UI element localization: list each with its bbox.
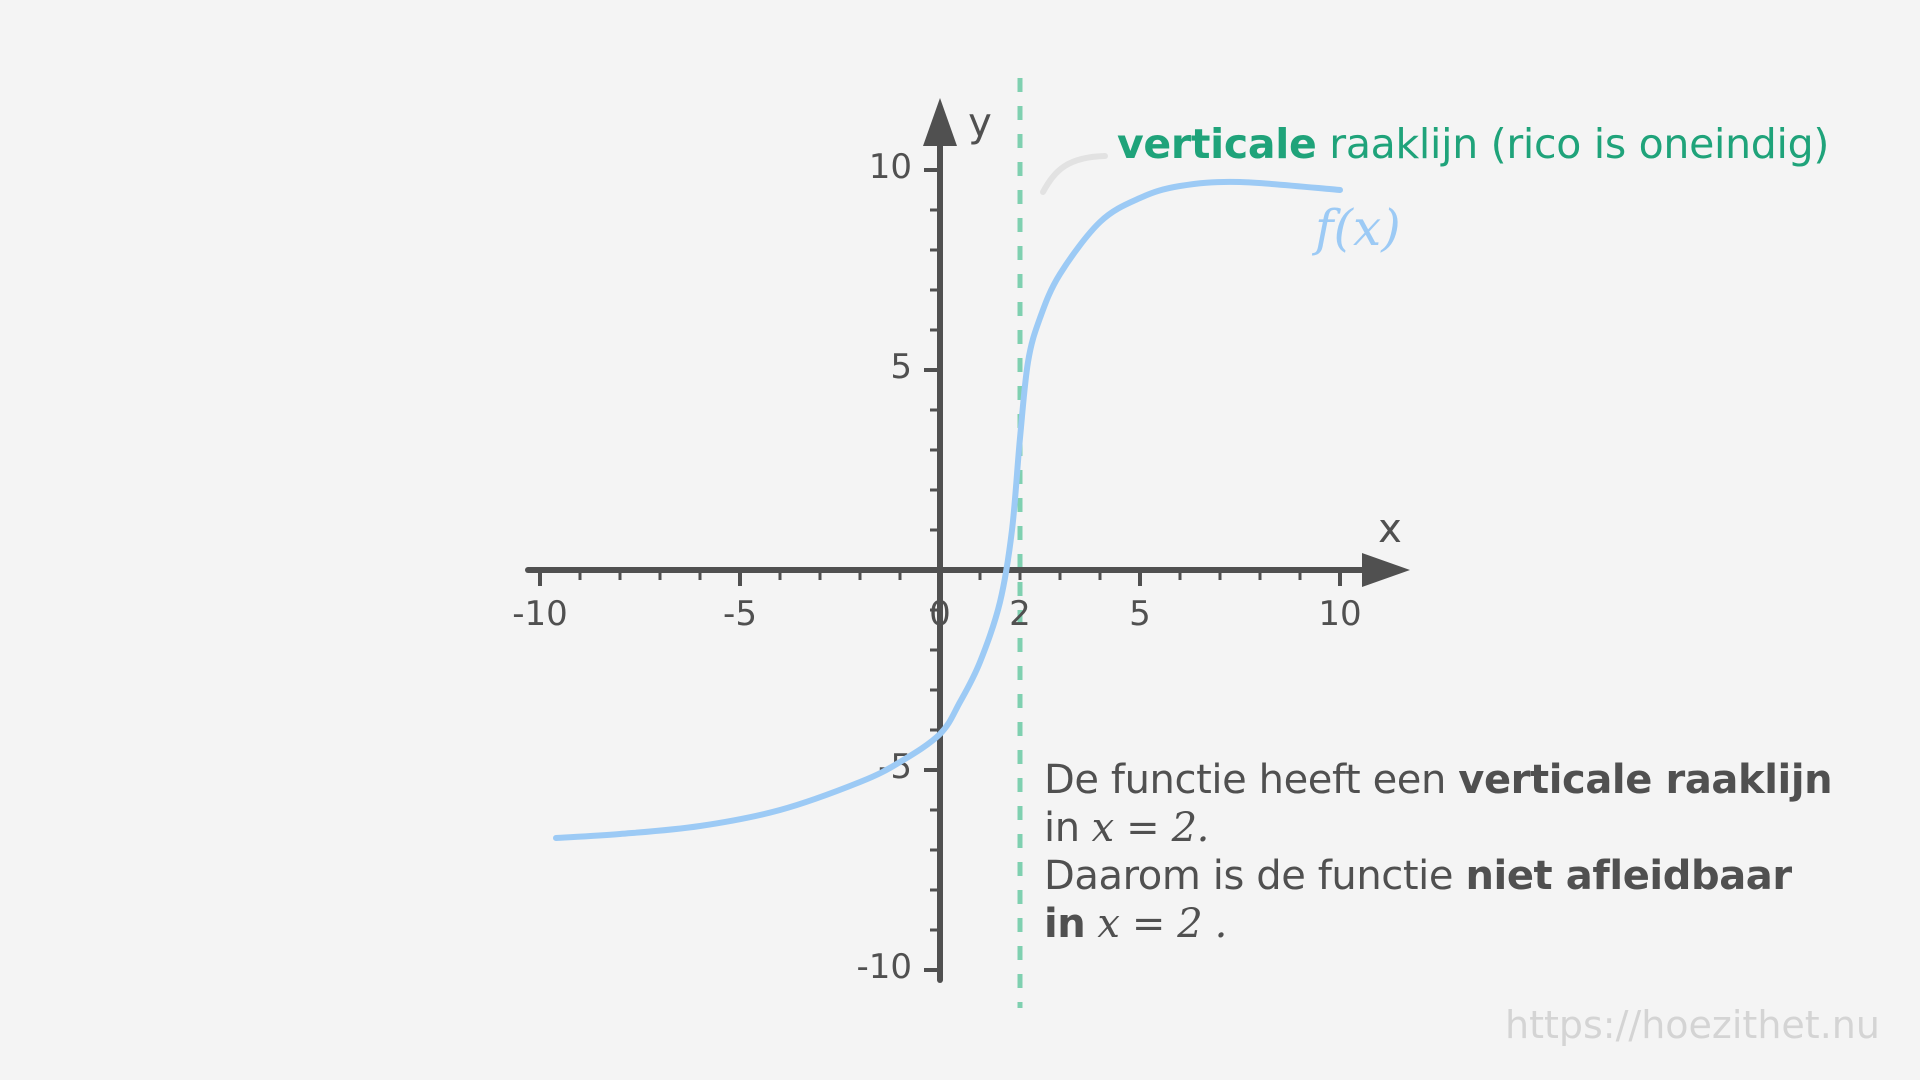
annotation-connector — [1040, 153, 1108, 195]
line2-math: x = 2. — [1091, 805, 1210, 851]
function-curve — [553, 178, 1343, 841]
line1-bold: verticale raaklijn — [1458, 757, 1833, 803]
function-label: f(x) — [1311, 199, 1401, 257]
explanation-line-3: Daarom is de functie niet afleidbaar — [1044, 852, 1832, 900]
x-axis-arrow-icon — [1362, 553, 1410, 587]
y-axis-arrow-icon — [923, 98, 957, 146]
line4-math: x = 2 . — [1097, 901, 1227, 947]
line2-normal: in — [1044, 805, 1080, 851]
y-tick-label: 10 — [869, 147, 912, 187]
x-tick-label: 0 — [929, 594, 951, 634]
y-axis-minor-ticks — [924, 168, 940, 972]
explanation-line-1: De functie heeft een verticale raaklijn — [1044, 756, 1833, 804]
x-tick-label: 10 — [1318, 594, 1361, 634]
annotation-text: raaklijn (rico is oneindig) — [1329, 120, 1830, 168]
line1-normal: De functie heeft een — [1044, 757, 1459, 803]
watermark-url: https://hoezithet.nu — [1505, 1003, 1880, 1047]
x-axis-minor-ticks — [538, 570, 1342, 586]
tangent-annotation: verticale raaklijn (rico is oneindig) — [1117, 120, 1829, 168]
annotation-bold: verticale — [1117, 120, 1317, 168]
x-tick-label: 2 — [1009, 594, 1031, 634]
line3-normal: Daarom is de functie — [1044, 853, 1466, 899]
x-tick-label: -10 — [512, 594, 568, 634]
x-axis-label: x — [1378, 506, 1402, 552]
explanation-text: De functie heeft een verticale raaklijn … — [1044, 756, 1833, 948]
y-tick-label: -10 — [856, 947, 912, 987]
line4-bold: in — [1044, 901, 1086, 947]
x-tick-label: 5 — [1129, 594, 1151, 634]
y-axis-label: y — [968, 100, 992, 146]
line3-bold: niet afleidbaar — [1465, 853, 1792, 899]
y-tick-label: 5 — [890, 347, 912, 387]
x-tick-label: -5 — [723, 594, 757, 634]
